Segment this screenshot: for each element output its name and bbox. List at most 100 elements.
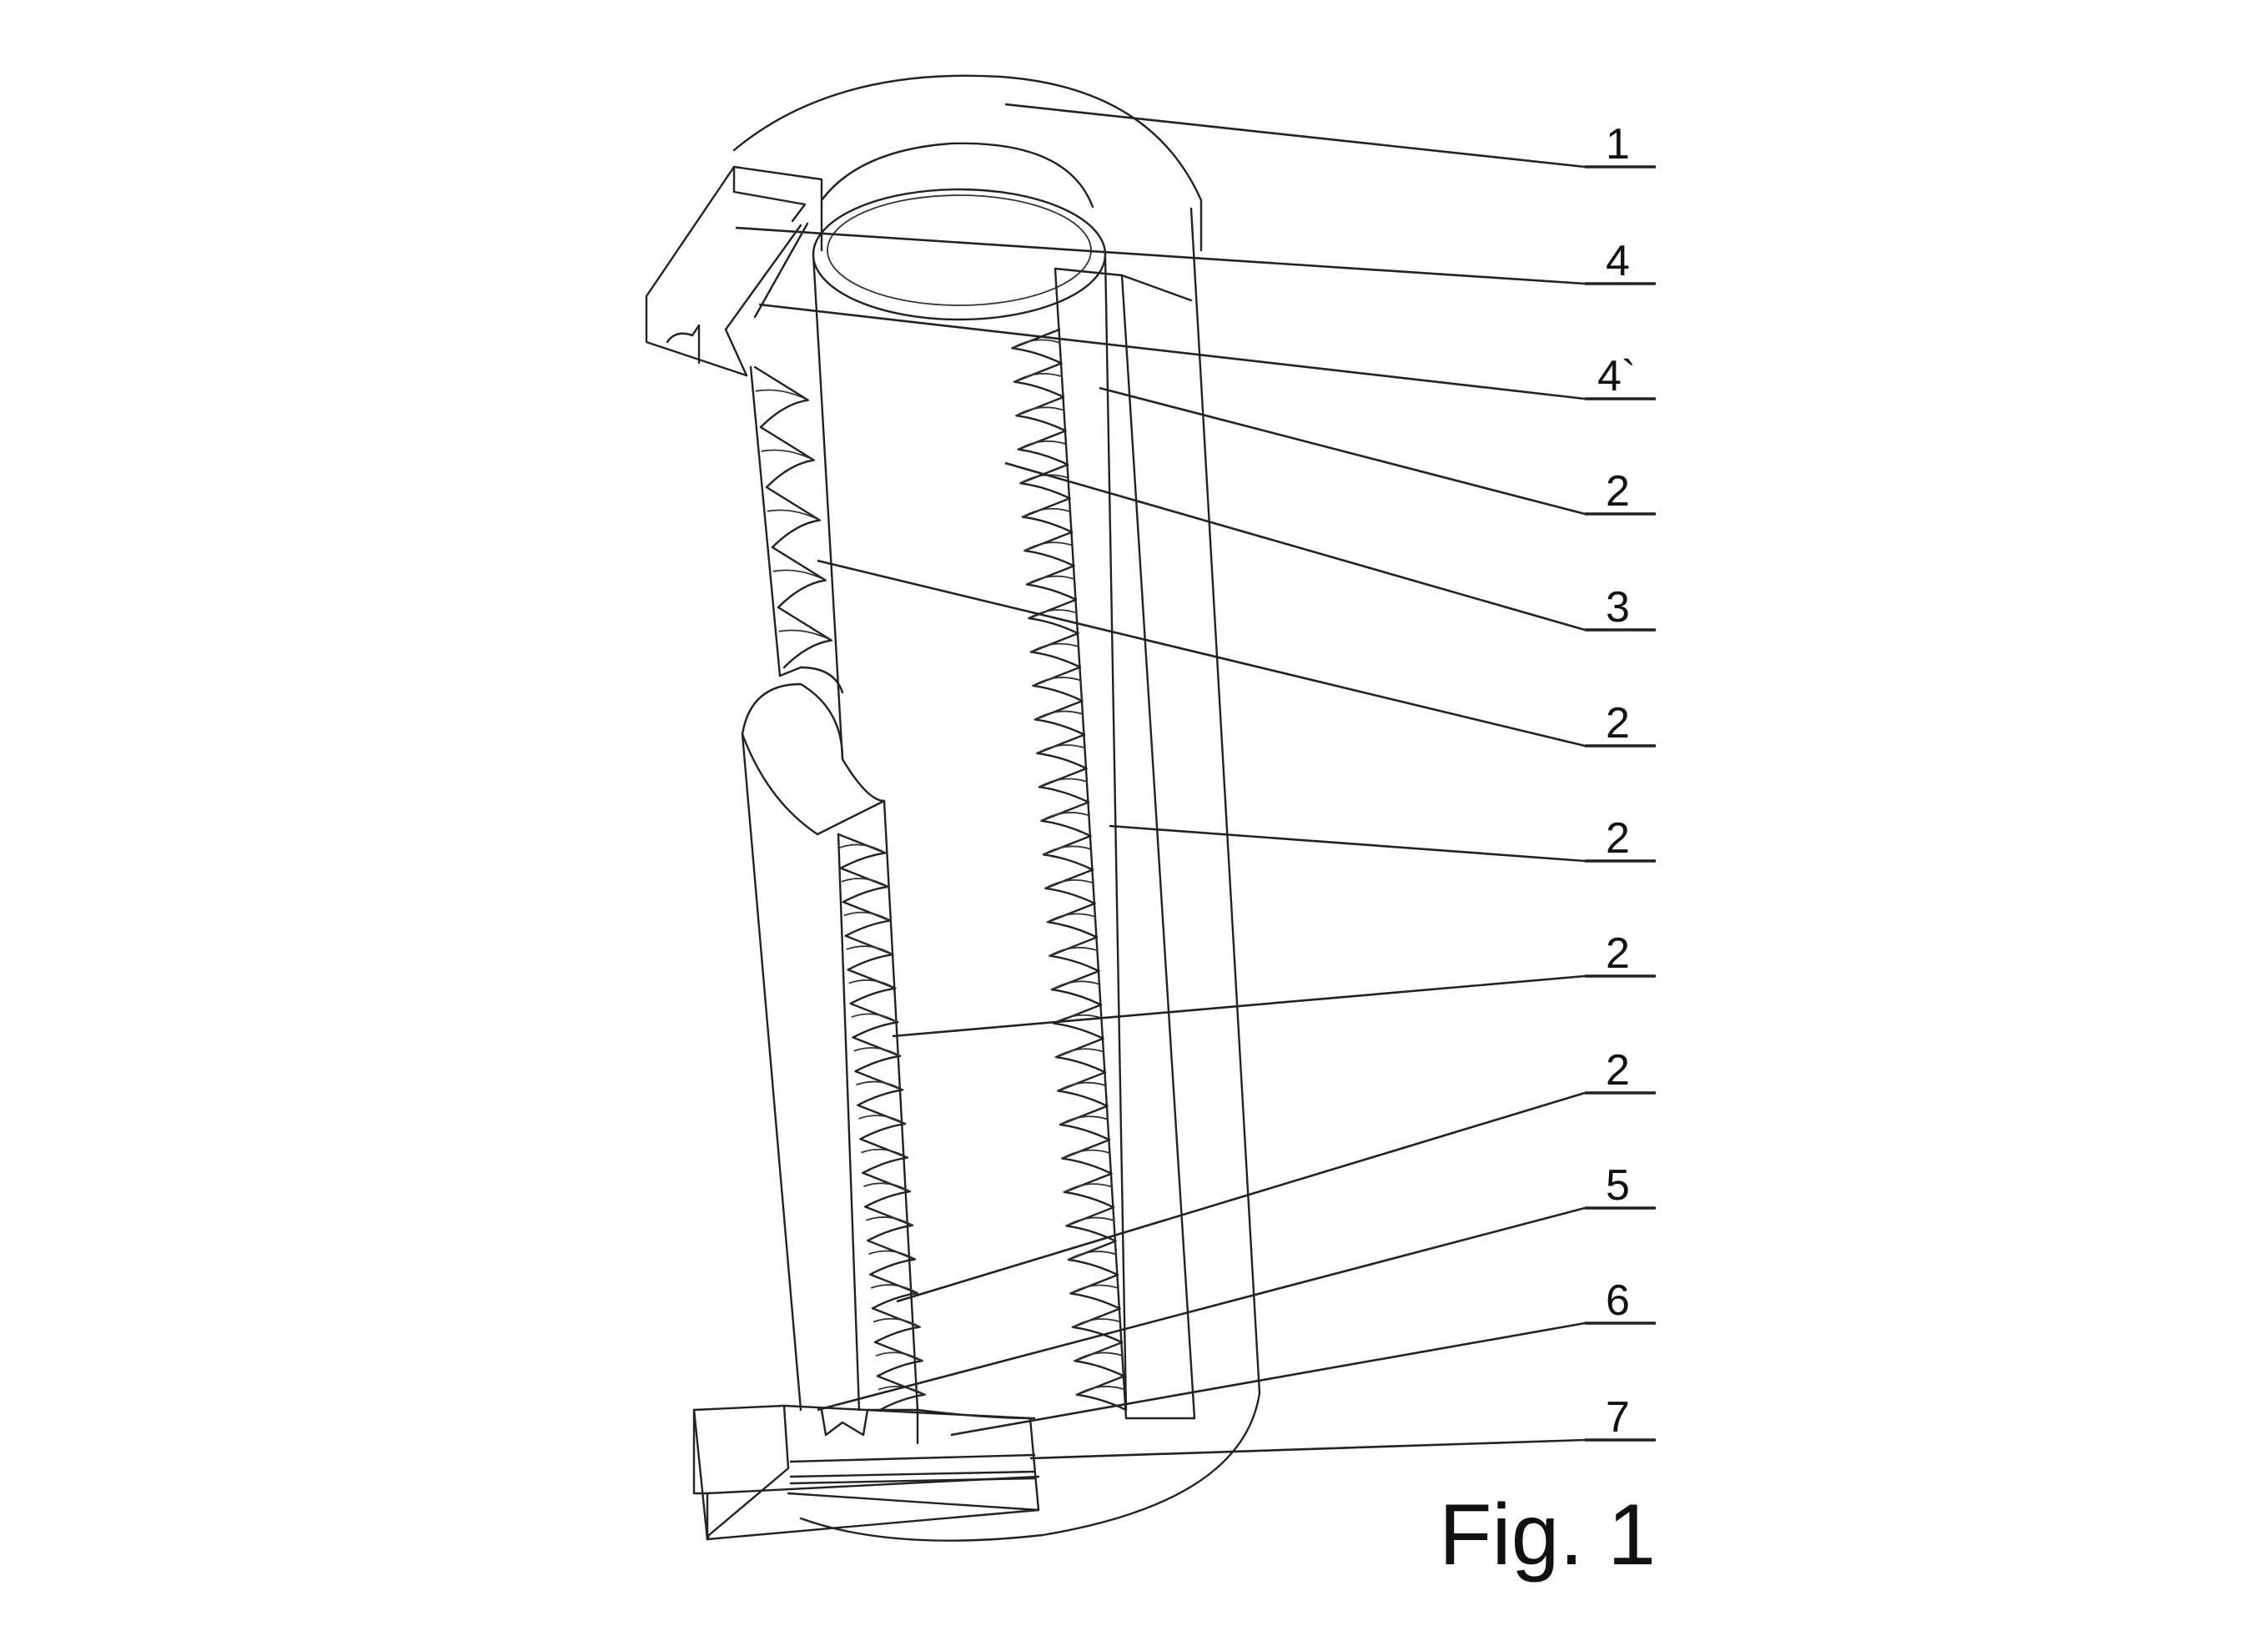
- baffle-tooth: [1021, 497, 1074, 534]
- baffle-tooth-curve: [1064, 1183, 1114, 1193]
- baffle-tooth-curve: [767, 509, 821, 521]
- baffle-tooth-curve: [1072, 1318, 1122, 1328]
- label-2d: 2: [1606, 929, 1630, 978]
- baffle-tooth-curve: [1026, 575, 1076, 586]
- baffle-tooth-curve: [838, 843, 887, 854]
- baffle-tooth-curve: [856, 1080, 903, 1091]
- baffle-tooth-curve: [870, 1284, 918, 1294]
- baffle-tooth: [1017, 430, 1069, 466]
- leader-2a: [1099, 386, 1586, 516]
- baffle-tooth: [1036, 733, 1088, 770]
- baffle-tooth: [1033, 699, 1086, 736]
- baffle-tooth-curve: [772, 569, 827, 581]
- baffle-tooth-curve: [1044, 878, 1094, 889]
- cutaway-wall-right: [1054, 267, 1196, 1420]
- leader-1: [1004, 103, 1586, 169]
- helical-baffles-left-lower: [837, 833, 926, 1412]
- baffle-tooth: [847, 969, 897, 1005]
- inlet-channel: [645, 165, 823, 377]
- outlet-block: [692, 1404, 1040, 1541]
- baffle-tooth-curve: [866, 1216, 913, 1226]
- baffle-tooth-curve: [841, 878, 889, 888]
- baffle-tooth: [1049, 936, 1100, 973]
- labels: 1 4 4` 2 3 2 2 2 2 5 6 7: [1597, 120, 1636, 1442]
- baffle-tooth: [852, 1036, 902, 1073]
- label-4: 4: [1606, 237, 1630, 285]
- baffle-tooth-curve: [1015, 406, 1065, 416]
- baffle-tooth: [1057, 1071, 1109, 1107]
- baffle-tooth-curve: [853, 1047, 901, 1057]
- baffle-tooth-curve: [1076, 1386, 1126, 1396]
- baffle-tooth: [1074, 1341, 1125, 1377]
- baffle-tooth-curve: [755, 389, 809, 401]
- baffle-tooth-curve: [863, 1182, 911, 1192]
- baffle-tooth-curve: [861, 1148, 908, 1159]
- baffle-tooth-curve: [1028, 609, 1078, 619]
- baffle-tooth-curve: [1055, 1048, 1105, 1058]
- baffle-tooth-curve: [761, 449, 815, 461]
- label-4-prime: 4`: [1597, 352, 1636, 400]
- baffle-tooth-curve: [848, 979, 896, 989]
- baffle-tooth: [1040, 801, 1092, 838]
- inner-tube: [812, 253, 1128, 1412]
- label-2b: 2: [1606, 699, 1630, 748]
- baffle-tooth: [1069, 1273, 1121, 1310]
- leader-5: [817, 1206, 1586, 1412]
- baffle-tooth-curve: [846, 945, 893, 955]
- baffle-tooth-curve: [1040, 812, 1090, 822]
- cutaway-wall-lower: [741, 682, 919, 1412]
- leader-lines: [735, 103, 1586, 1460]
- baffle-tooth: [862, 1171, 912, 1208]
- baffle-tooth-curve: [1018, 440, 1068, 451]
- label-underlines: [1585, 165, 1656, 1442]
- baffle-tooth: [857, 1104, 907, 1140]
- baffle-tooth-curve: [1051, 980, 1101, 990]
- baffle-tooth-curve: [843, 911, 891, 922]
- label-2a: 2: [1606, 467, 1630, 516]
- baffle-tooth-curve: [1047, 913, 1097, 924]
- baffle-tooth-curve: [1043, 845, 1093, 856]
- baffle-tooth-curve: [1034, 710, 1084, 721]
- leader-2b: [817, 559, 1586, 748]
- baffle-tooth-curve: [1057, 1081, 1107, 1092]
- baffle-tooth: [1013, 362, 1065, 399]
- baffle-tooth: [1059, 1105, 1111, 1141]
- outer-cylinder: [732, 74, 1261, 1542]
- baffle-tooth: [842, 900, 892, 937]
- baffle-tooth-curve: [851, 1013, 898, 1024]
- baffle-tooth: [1046, 902, 1099, 939]
- baffle-tooth: [859, 1138, 909, 1175]
- baffle-tooth-curve: [1038, 778, 1089, 788]
- baffle-tooth-curve: [1036, 744, 1086, 754]
- baffle-tooth: [1025, 565, 1078, 601]
- label-1: 1: [1606, 120, 1630, 169]
- baffle-tooth: [1044, 868, 1096, 905]
- leader-4p: [758, 303, 1586, 400]
- leader-4: [735, 226, 1586, 285]
- baffle-tooth: [864, 1206, 914, 1242]
- baffle-tooth: [854, 1070, 904, 1106]
- leader-6: [950, 1321, 1586, 1437]
- baffle-tooth-curve: [867, 1250, 916, 1261]
- baffle-tooth: [1032, 666, 1084, 702]
- baffle-tooth-curve: [1013, 372, 1064, 383]
- label-5: 5: [1606, 1161, 1630, 1210]
- label-3: 3: [1606, 583, 1630, 632]
- label-6: 6: [1606, 1276, 1630, 1325]
- baffle-tooth-curve: [1059, 1115, 1109, 1125]
- baffle-tooth: [1054, 1037, 1107, 1074]
- baffle-tooth-curve: [1022, 507, 1072, 518]
- baffle-tooth-curve: [858, 1115, 906, 1125]
- leader-3: [1004, 461, 1586, 632]
- baffle-tooth-curve: [1068, 1251, 1118, 1261]
- baffle-tooth: [1029, 632, 1082, 668]
- baffle-tooth-curve: [1074, 1352, 1124, 1362]
- leader-2c: [1109, 824, 1586, 863]
- baffle-tooth-curve: [1011, 339, 1061, 350]
- baffle-tooth-curve: [875, 1352, 923, 1362]
- leader-2e: [896, 1091, 1586, 1303]
- baffle-tooth-curve: [1032, 677, 1082, 687]
- baffle-tooth-curve: [873, 1317, 921, 1328]
- baffle-tooth: [1038, 767, 1090, 803]
